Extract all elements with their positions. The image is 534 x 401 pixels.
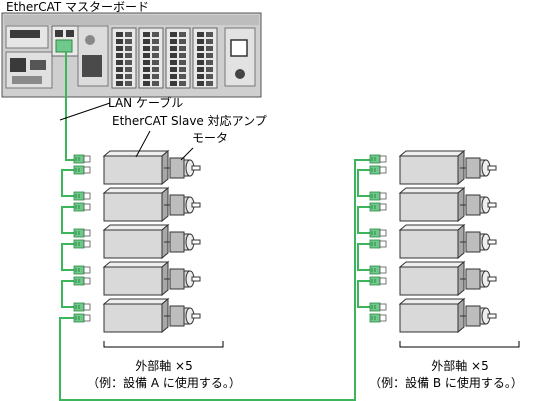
axis-unit — [73, 223, 201, 260]
ethercat-master-board — [1, 12, 262, 98]
connector-out — [369, 276, 387, 286]
motor — [169, 268, 201, 290]
motor — [169, 231, 201, 253]
connector-out — [369, 202, 387, 212]
connector-out — [369, 313, 387, 323]
connector-out — [73, 276, 91, 286]
slave-amplifier — [102, 297, 170, 334]
axis-unit — [369, 223, 497, 260]
motor-label: モータ — [192, 131, 229, 145]
group-a-note: （例：設備 A に使用する。） — [87, 376, 241, 390]
cable-daisy-chain — [357, 280, 374, 308]
connector-in — [73, 265, 91, 275]
cable-daisy-chain — [61, 243, 78, 271]
motor — [465, 194, 497, 216]
cable-group-a-to-b — [59, 159, 370, 401]
cable-daisy-chain — [357, 243, 374, 271]
connector-out — [73, 239, 91, 249]
group-a-bracket — [103, 341, 224, 348]
connector-in — [73, 154, 91, 164]
axis-unit — [73, 186, 201, 223]
motor — [169, 157, 201, 179]
terminal-block — [192, 27, 218, 89]
lan-cable-label: LAN ケーブル — [108, 96, 184, 110]
connector-out — [73, 313, 91, 323]
cable-daisy-chain — [61, 206, 78, 234]
slave-amplifier — [398, 186, 466, 223]
slave-amp-label: EtherCAT Slave 対応アンプ — [112, 114, 267, 128]
slave-amplifier — [102, 149, 170, 186]
slave-amplifier — [102, 260, 170, 297]
terminal-block — [111, 27, 137, 89]
connector-in — [369, 154, 387, 164]
connector-in — [369, 228, 387, 238]
slave-amplifier — [102, 223, 170, 260]
connector-in — [73, 302, 91, 312]
motor-pointer — [180, 147, 194, 161]
connector-in — [73, 228, 91, 238]
connector-out — [73, 165, 91, 175]
axis-unit — [73, 297, 201, 334]
motor — [465, 268, 497, 290]
motor — [169, 305, 201, 327]
axis-unit — [73, 260, 201, 297]
axis-unit — [369, 297, 497, 334]
motor — [465, 157, 497, 179]
connector-in — [73, 191, 91, 201]
terminal-block — [165, 27, 191, 89]
motor — [169, 194, 201, 216]
axis-unit — [369, 149, 497, 186]
axis-unit — [73, 149, 201, 186]
cable-daisy-chain — [61, 280, 78, 308]
connector-in — [369, 302, 387, 312]
connector-out — [73, 202, 91, 212]
master-board-label: EtherCAT マスターボード — [6, 0, 150, 14]
slave-amplifier — [102, 186, 170, 223]
cable-daisy-chain — [61, 169, 78, 197]
amp-pointer — [135, 130, 151, 158]
axis-unit — [369, 186, 497, 223]
group-b-note: （例：設備 B に使用する。） — [369, 376, 523, 390]
motor — [465, 305, 497, 327]
slave-amplifier — [398, 223, 466, 260]
motor — [465, 231, 497, 253]
terminal-block — [138, 27, 164, 89]
axis-unit — [369, 260, 497, 297]
cable-daisy-chain — [357, 169, 374, 197]
terminal-blocks — [111, 27, 218, 89]
slave-amplifier — [398, 149, 466, 186]
connector-out — [369, 165, 387, 175]
slave-amplifier — [398, 260, 466, 297]
group-b-title: 外部軸 ×5 — [431, 359, 489, 373]
connector-in — [369, 265, 387, 275]
slave-amplifier — [398, 297, 466, 334]
cable-daisy-chain — [357, 206, 374, 234]
connector-in — [369, 191, 387, 201]
group-b-bracket — [399, 341, 520, 348]
connector-out — [369, 239, 387, 249]
axis-units — [73, 149, 497, 334]
lan-cable-pointer — [59, 102, 111, 121]
group-a-title: 外部軸 ×5 — [135, 359, 193, 373]
